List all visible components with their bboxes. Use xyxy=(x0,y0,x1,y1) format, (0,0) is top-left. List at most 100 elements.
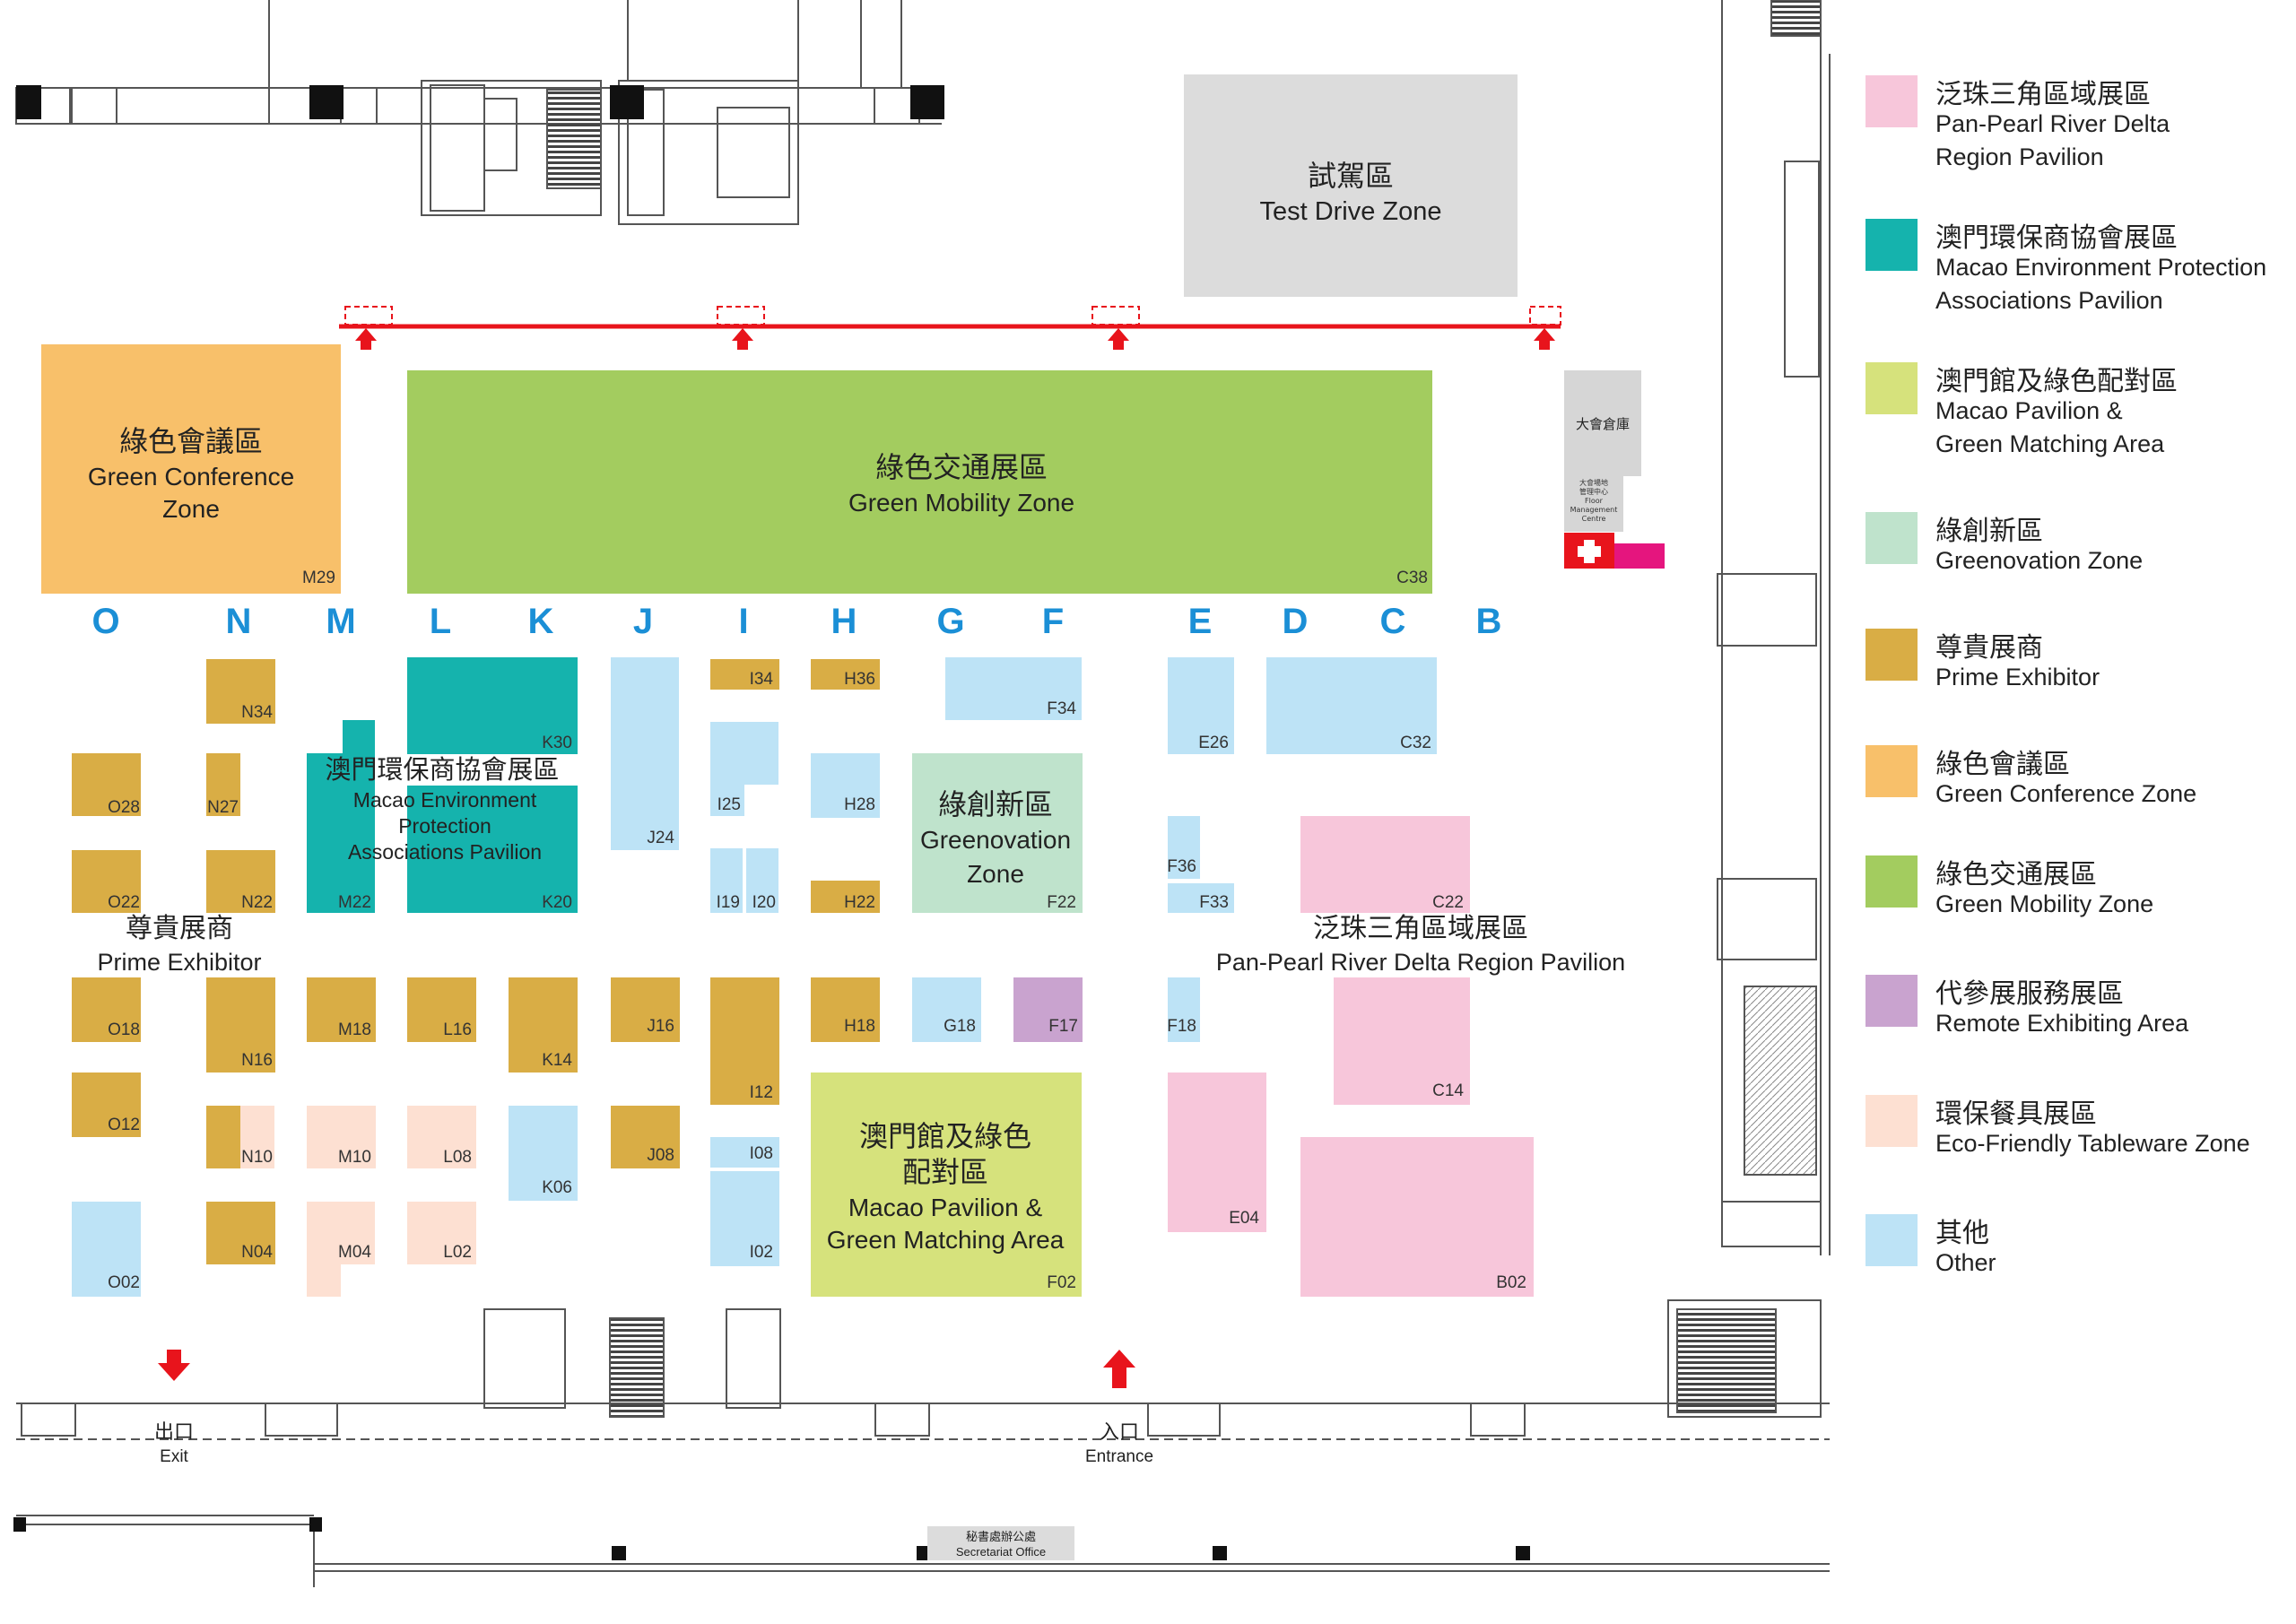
code-h36: H36 xyxy=(844,670,875,689)
warehouse xyxy=(1564,370,1641,476)
greenovation-zh: 綠創新區 xyxy=(938,787,1053,821)
green-mobility-zh: 綠色交通展區 xyxy=(875,450,1048,484)
booth-n16 xyxy=(206,977,275,1073)
code-f18: F18 xyxy=(1167,1017,1196,1036)
booth-l02 xyxy=(407,1202,476,1264)
legend-label-zh: 綠色交通展區 xyxy=(1935,859,2097,890)
booth-k20 xyxy=(407,786,578,913)
legend-label-en: Green Conference Zone xyxy=(1935,780,2197,807)
entrance-arrow-icon xyxy=(1103,1350,1135,1388)
code-f17: F17 xyxy=(1048,1017,1078,1036)
code-o12: O12 xyxy=(108,1116,140,1134)
legend-label-zh: 其他 xyxy=(1935,1218,1989,1249)
booth-n10 xyxy=(206,1106,240,1168)
code-k06: K06 xyxy=(542,1178,572,1197)
booth-h22 xyxy=(811,881,880,913)
code-i20: I20 xyxy=(752,893,776,912)
exit-en: Exit xyxy=(160,1447,188,1466)
code-j16: J16 xyxy=(647,1017,674,1036)
green-mobility-zone xyxy=(407,370,1432,594)
secretariat-en: Secretariat Office xyxy=(956,1545,1046,1559)
column-j: J xyxy=(633,602,653,641)
code-m04: M04 xyxy=(338,1243,371,1262)
column-o: O xyxy=(91,602,119,641)
secretariat-office xyxy=(927,1526,1074,1560)
code-j24: J24 xyxy=(647,829,674,847)
column-m: M xyxy=(326,602,355,641)
column-c: C xyxy=(1380,602,1406,641)
secretariat-zh: 秘書處辦公處 xyxy=(966,1531,1036,1544)
code-i34: I34 xyxy=(750,670,774,689)
greenovation-en1: Greenovation xyxy=(920,826,1071,854)
macao-env-en2: Protection xyxy=(398,814,491,838)
code-l08: L08 xyxy=(443,1148,472,1167)
code-n22: N22 xyxy=(241,893,273,912)
legend-swatch xyxy=(1866,512,1918,564)
booth-n27 xyxy=(206,753,240,816)
test-drive-en: Test Drive Zone xyxy=(1259,197,1441,226)
legend-swatch xyxy=(1866,855,1918,908)
floor-mgmt-en1: Floor xyxy=(1585,497,1604,505)
legend-label-en: Macao Pavilion &Green Matching Area xyxy=(1935,397,2165,457)
legend-label-en: Prime Exhibitor xyxy=(1935,664,2100,690)
booth-code: C38 xyxy=(1396,569,1428,587)
code-i19: I19 xyxy=(717,893,740,912)
code-i12: I12 xyxy=(750,1083,773,1102)
legend-swatch xyxy=(1866,362,1918,414)
code-o22: O22 xyxy=(108,893,140,912)
code-n16: N16 xyxy=(241,1051,273,1070)
code-k20: K20 xyxy=(542,893,572,912)
booth-n34 xyxy=(206,659,275,724)
columns-pillars xyxy=(16,85,944,119)
booth-f34 xyxy=(945,657,1082,720)
booth-n10-tableware xyxy=(240,1106,274,1168)
macao-env-zh: 澳門環保商協會展區 xyxy=(325,754,559,785)
legend-label-zh: 尊貴展商 xyxy=(1935,632,2043,664)
booth-m10 xyxy=(307,1106,376,1168)
entrance-zh: 入口 xyxy=(1100,1421,1139,1444)
booth-i02 xyxy=(710,1171,779,1266)
code-e26: E26 xyxy=(1198,734,1229,752)
booth-o18 xyxy=(72,977,141,1042)
floor-management-centre xyxy=(1564,476,1623,532)
code-j08: J08 xyxy=(647,1146,674,1165)
code-i02: I02 xyxy=(750,1243,773,1262)
legend-swatch xyxy=(1866,75,1918,127)
bottom-pillars xyxy=(13,1517,1530,1560)
booth-o12 xyxy=(72,1073,141,1137)
bottom-building-structure xyxy=(16,1308,1830,1587)
booth-i19 xyxy=(710,848,743,913)
code-n10: N10 xyxy=(241,1148,273,1167)
booth-j08 xyxy=(611,1106,680,1168)
booth-i12 xyxy=(710,977,779,1105)
code-e04: E04 xyxy=(1229,1209,1259,1228)
booth-m22 xyxy=(307,720,375,913)
code-o18: O18 xyxy=(108,1020,140,1039)
macao-pavilion-zh1: 澳門館及綠色 xyxy=(859,1119,1031,1153)
booth-h18 xyxy=(811,977,880,1042)
code-o28: O28 xyxy=(108,798,140,817)
booth-i34 xyxy=(710,659,779,690)
column-i: I xyxy=(738,602,748,641)
prime-en: Prime Exhibitor xyxy=(97,949,261,976)
macao-env-en1: Macao Environment xyxy=(353,788,537,812)
macao-env-en3: Associations Pavilion xyxy=(348,840,542,864)
booth-j16 xyxy=(611,977,680,1042)
booth-e04 xyxy=(1168,1073,1266,1232)
booth-f36 xyxy=(1168,816,1200,879)
legend-swatch xyxy=(1866,219,1918,271)
booth-j24 xyxy=(611,657,679,850)
booth-k14 xyxy=(509,977,578,1073)
column-h: H xyxy=(831,602,857,641)
code-k30: K30 xyxy=(542,734,572,752)
booth-f33 xyxy=(1168,883,1234,913)
column-d: D xyxy=(1283,602,1309,641)
code-l16: L16 xyxy=(443,1020,472,1039)
floor-plan-map: 試駕區 Test Drive Zone 綠色會議區 Green Conferen… xyxy=(13,0,1831,1587)
code-m22: M22 xyxy=(338,893,371,912)
code-m10: M10 xyxy=(338,1148,371,1167)
booth-g18 xyxy=(912,977,981,1042)
column-b: B xyxy=(1476,602,1502,641)
test-drive-zh: 試駕區 xyxy=(1308,159,1394,193)
